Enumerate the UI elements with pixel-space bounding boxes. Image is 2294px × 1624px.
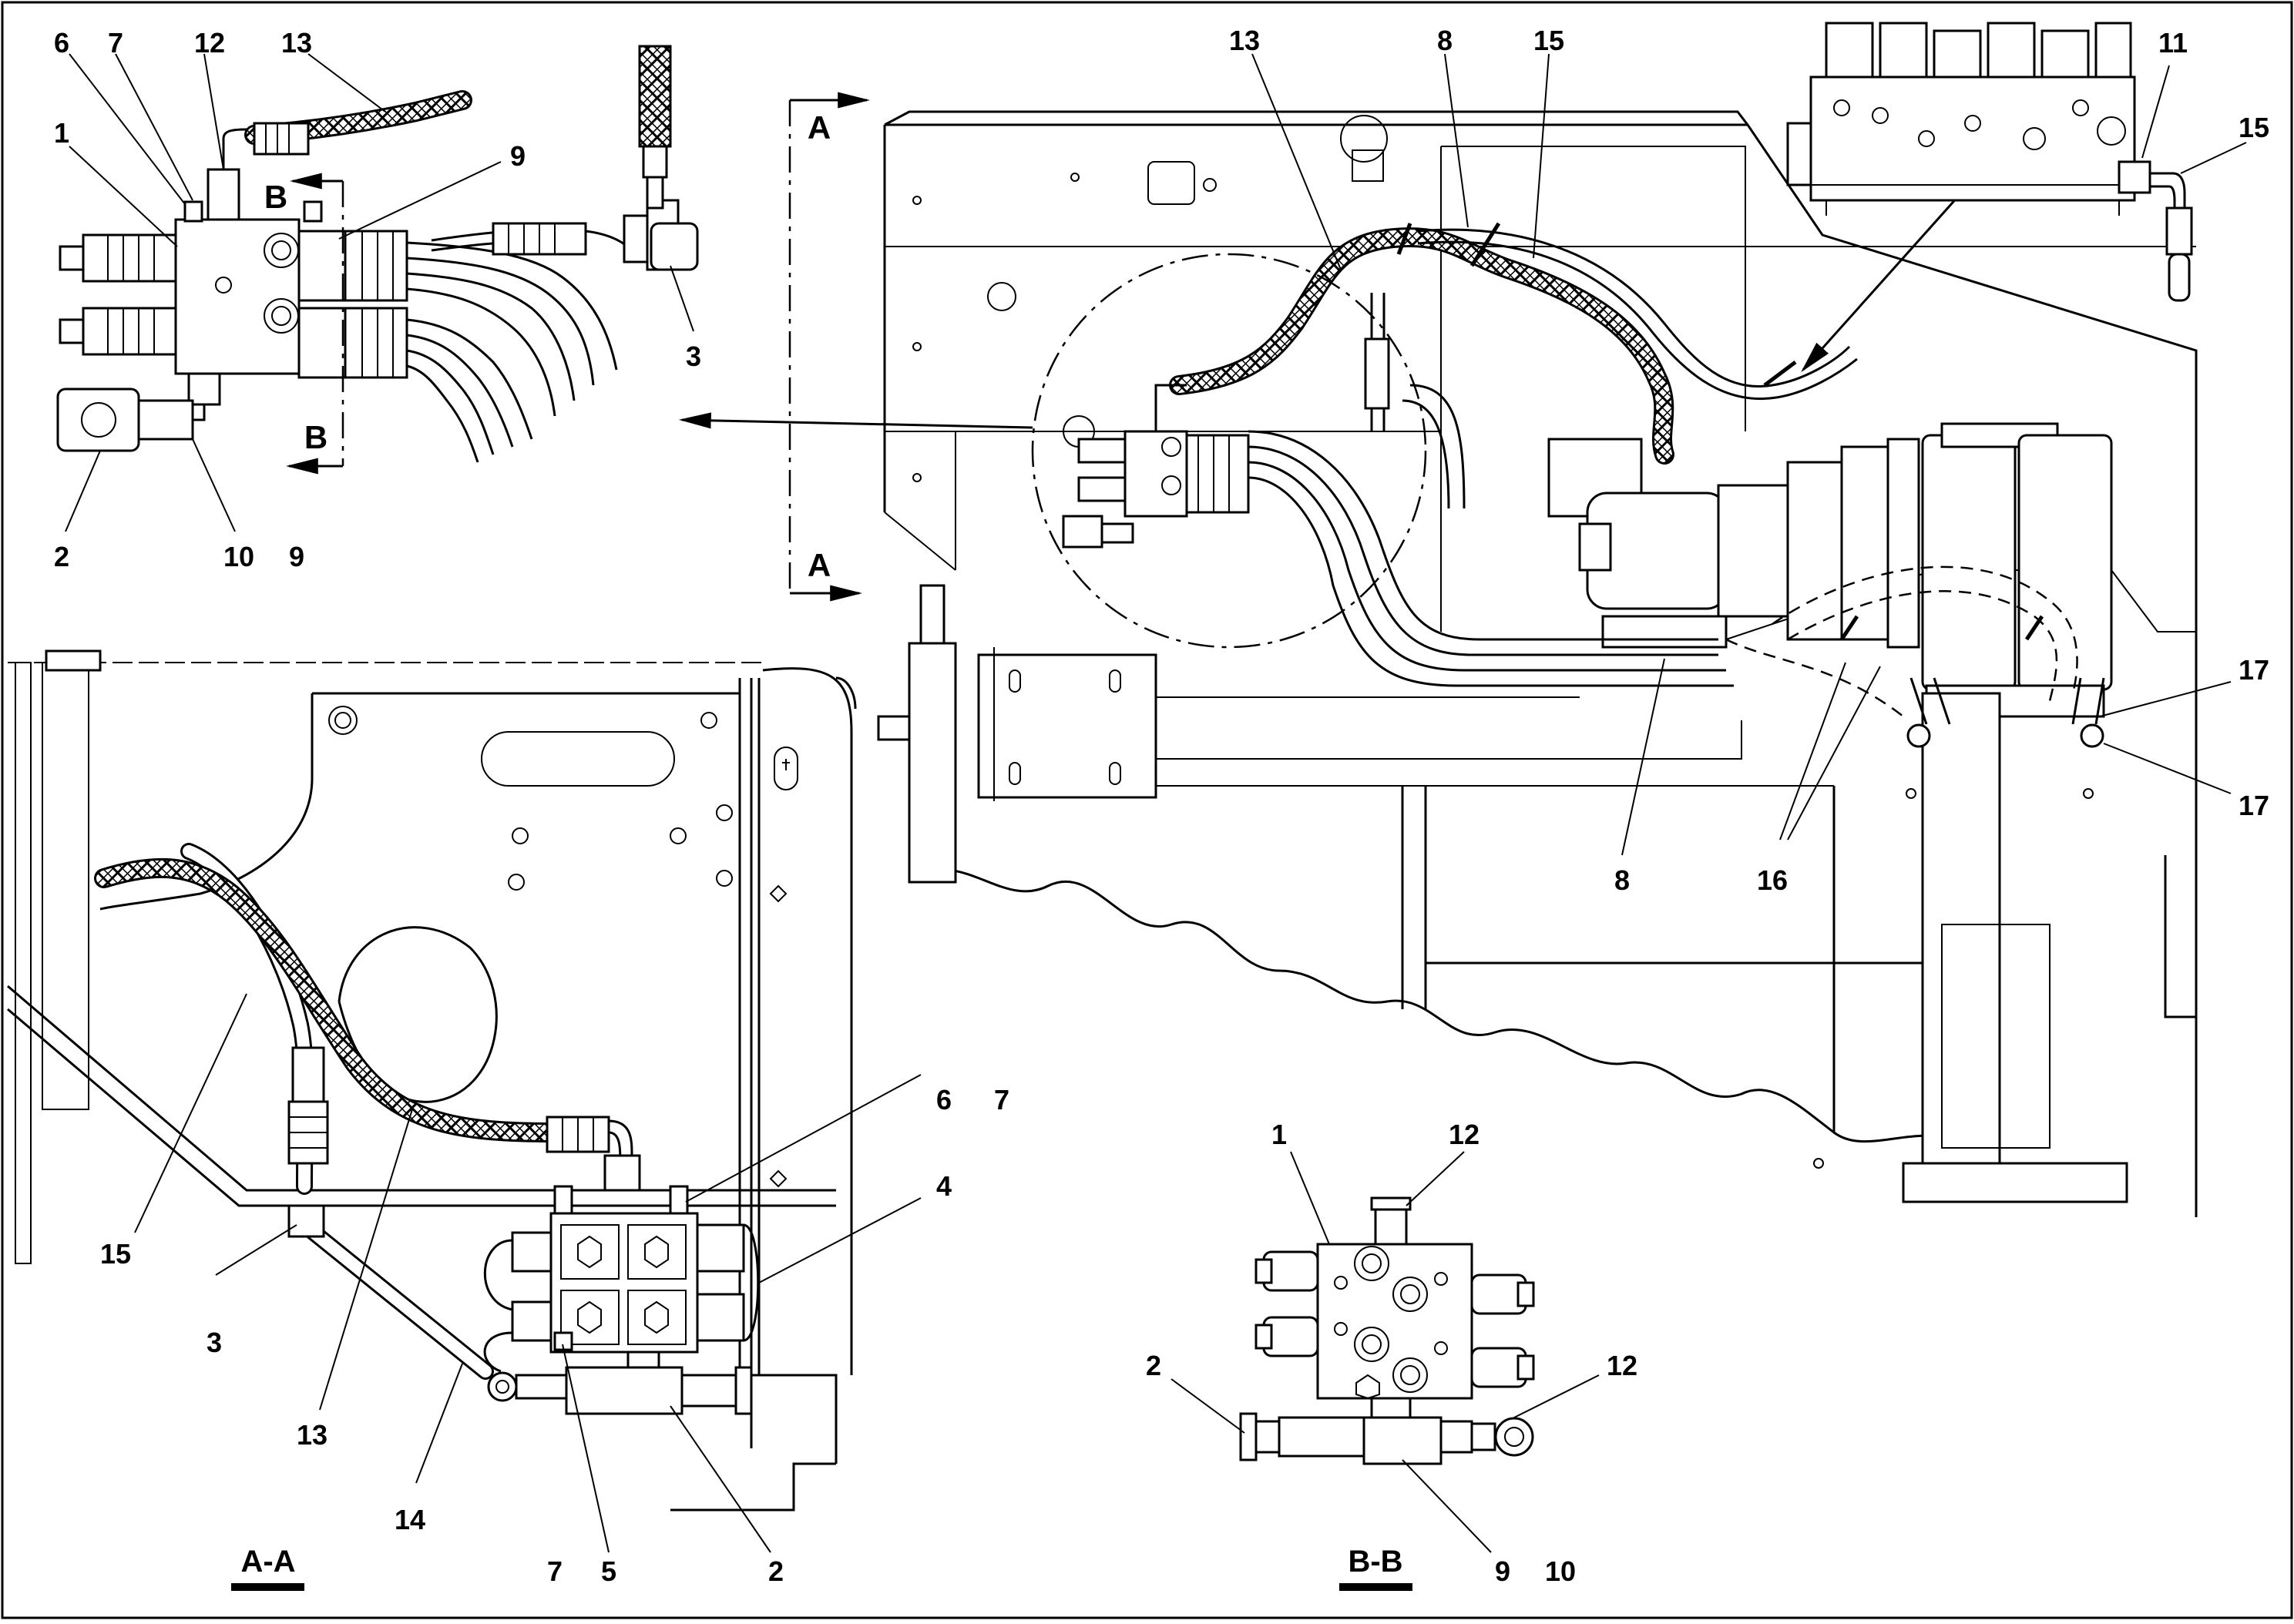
section-letter-a-top: A: [808, 109, 831, 146]
callout-topleft-9b: 9: [289, 541, 304, 572]
callout-aa-7: 7: [994, 1084, 1009, 1116]
callout-aa-4: 4: [936, 1170, 952, 1202]
callout-bb-12: 12: [1449, 1119, 1480, 1150]
callout-aa-15: 15: [100, 1238, 131, 1270]
section-title-bb: B-B: [1348, 1545, 1402, 1579]
callout-aa-3: 3: [207, 1327, 222, 1358]
callout-topleft-13: 13: [281, 27, 312, 59]
callout-aa-13: 13: [297, 1419, 327, 1451]
section-title-aa: A-A: [240, 1545, 295, 1579]
fitting-17-left: [1906, 677, 1951, 748]
callout-bb-10: 10: [1545, 1555, 1576, 1587]
leader-lines: [65, 53, 2247, 1553]
callout-main-15b: 15: [2239, 112, 2269, 143]
callout-topleft-2: 2: [54, 541, 69, 572]
callout-bb-9: 9: [1495, 1555, 1510, 1587]
callout-aa-5: 5: [601, 1555, 616, 1587]
section-letter-b-top: B: [264, 179, 287, 215]
section-title-aa-underline: [231, 1583, 304, 1591]
callout-bb-12b: 12: [1607, 1350, 1637, 1381]
callout-aa-14: 14: [395, 1504, 425, 1535]
section-aa-view: [7, 649, 857, 1512]
callout-main-17: 17: [2239, 654, 2269, 686]
callout-topleft-1: 1: [54, 117, 69, 149]
callout-topleft-6: 6: [54, 27, 69, 59]
callout-aa-6: 6: [936, 1084, 952, 1116]
callout-main-8: 8: [1437, 25, 1453, 56]
valve-block-aa: [549, 1212, 699, 1354]
callout-aa-7b: 7: [547, 1555, 563, 1587]
fitting-17-right: [2071, 677, 2105, 748]
callout-topleft-12: 12: [194, 27, 225, 59]
fitting-3: [650, 222, 699, 271]
main-view: [678, 92, 2198, 1217]
callout-topleft-7: 7: [108, 27, 123, 59]
valve-body-1: [174, 218, 301, 375]
section-title-bb-underline: [1339, 1583, 1412, 1591]
callout-bb-2: 2: [1146, 1350, 1161, 1381]
callout-main-16: 16: [1757, 864, 1788, 896]
section-letter-a-bottom: A: [808, 547, 831, 583]
detail-arrow: [678, 412, 1033, 429]
callout-main-17b: 17: [2239, 790, 2269, 821]
detail-circle: [1031, 253, 1427, 649]
callout-labels: 6 7 12 13 1 9 3 2 10 9 13 8 15 11 15 17 …: [54, 25, 2269, 1587]
section-bb-view: [1239, 1196, 1535, 1465]
callout-aa-2: 2: [768, 1555, 784, 1587]
callout-main-11: 11: [2158, 27, 2188, 59]
valve-manifold-top-right: [1786, 22, 2193, 302]
callout-main-15: 15: [1533, 25, 1564, 56]
callout-topleft-10: 10: [223, 541, 254, 572]
callout-main-13: 13: [1229, 25, 1260, 56]
callout-topleft-9: 9: [510, 140, 526, 172]
callout-topleft-3: 3: [686, 341, 701, 372]
part-2-topleft: [56, 388, 140, 452]
callout-bb-1: 1: [1271, 1119, 1287, 1150]
section-markers: A A B B A-A B-B: [231, 109, 1412, 1591]
section-letter-b-bottom: B: [304, 419, 327, 455]
top-left-detail: [56, 45, 699, 475]
callout-main-8b: 8: [1614, 864, 1630, 896]
valve-body-bb: [1316, 1243, 1473, 1400]
